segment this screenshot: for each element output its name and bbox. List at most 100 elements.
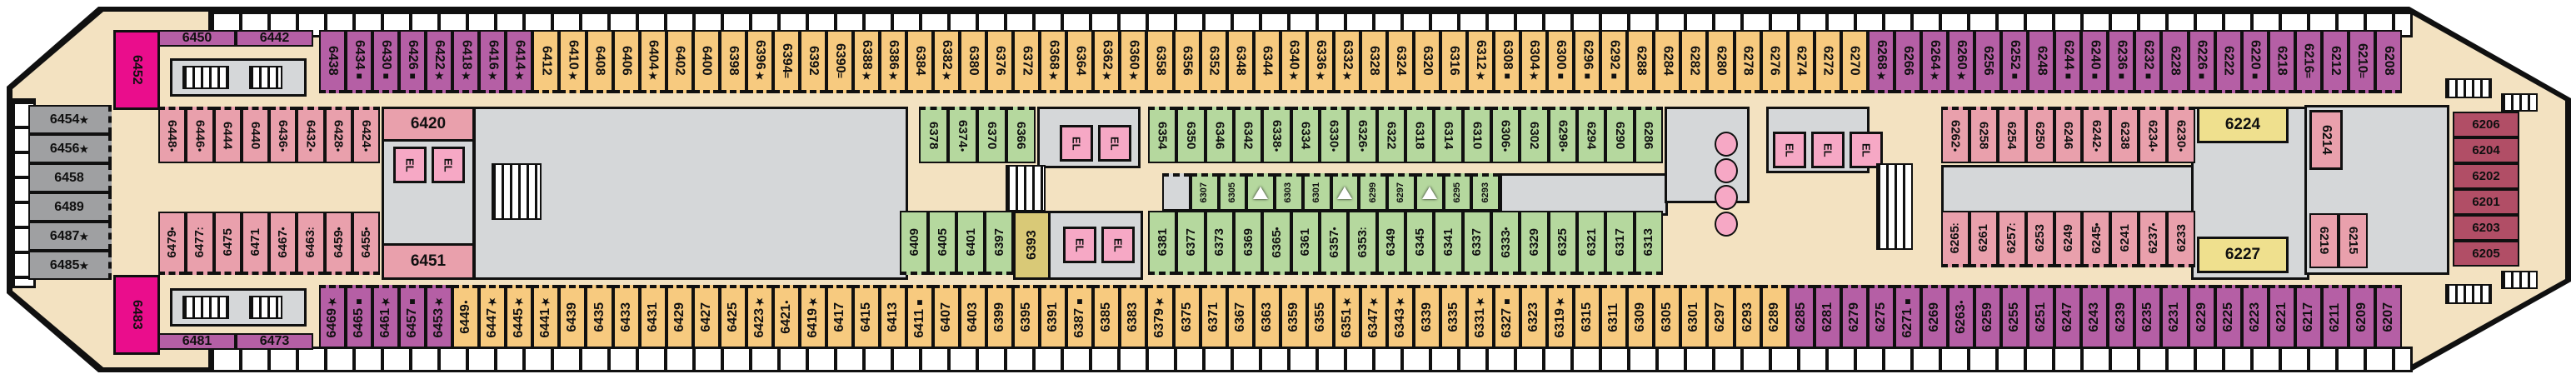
cabin-6395[interactable]: 6395 (1013, 285, 1041, 348)
cabin-6274[interactable]: 6274 (1787, 30, 1815, 93)
cabin-6400[interactable]: 6400 (692, 30, 720, 93)
cabin-6354[interactable]: 6354 (1148, 107, 1177, 163)
cabin-6218[interactable]: 6218 (2268, 30, 2295, 93)
cabin-6416[interactable]: 6416★ (479, 30, 507, 93)
elevator[interactable]: EL (393, 147, 427, 183)
cabin-6439[interactable]: 6439 (559, 285, 587, 348)
cabin-6479[interactable]: 6479• (158, 212, 187, 275)
cabin-6381[interactable]: 6381 (1148, 211, 1177, 275)
cabin-6329[interactable]: 6329 (1520, 211, 1549, 275)
cabin-6224[interactable]: 6224 (2197, 107, 2289, 143)
cabin-6264[interactable]: 6264★ (1921, 30, 1949, 93)
cabin-6333[interactable]: 6333• (1490, 211, 1520, 275)
cabin-6201[interactable]: 6201 (2453, 189, 2519, 215)
cabin-6413[interactable]: 6413 (880, 285, 907, 348)
cabin-6424[interactable]: 6424• (352, 107, 380, 163)
cabin-6309[interactable]: 6309 (1627, 285, 1655, 348)
cabin-6393[interactable]: 6393 (1013, 211, 1051, 280)
cabin-6301[interactable]: 6301 (1302, 173, 1331, 211)
cabin-6396[interactable]: 6396★ (746, 30, 773, 93)
cabin-6398[interactable]: 6398 (719, 30, 746, 93)
cabin-6330[interactable]: 6330• (1319, 107, 1349, 163)
cabin-6435[interactable]: 6435 (586, 285, 613, 348)
cabin-6228[interactable]: 6228 (2161, 30, 2189, 93)
cabin-6258[interactable]: 6258 (1969, 107, 1998, 163)
cabin-6320[interactable]: 6320 (1413, 30, 1440, 93)
cabin-6463[interactable]: 6463: (297, 212, 325, 275)
cabin-6340[interactable]: 6340★ (1280, 30, 1307, 93)
cabin-6271[interactable]: 6271■ (1895, 285, 1922, 348)
cabin-6450[interactable]: 6450 (158, 30, 236, 47)
cabin-6223[interactable]: 6223 (2241, 285, 2269, 348)
cabin-6305[interactable]: 6305 (1654, 285, 1681, 348)
cabin-6281[interactable]: 6281 (1814, 285, 1841, 348)
cabin-6465[interactable]: 6465■ (346, 285, 373, 348)
cabin-6383[interactable]: 6383 (1120, 285, 1147, 348)
cabin-6321[interactable]: 6321 (1576, 211, 1606, 275)
cabin-6347[interactable]: 6347★ (1360, 285, 1387, 348)
cabin-6244[interactable]: 6244■ (2054, 30, 2082, 93)
cabin-6357[interactable]: 6357• (1319, 211, 1349, 275)
cabin-6302[interactable]: 6302 (1520, 107, 1549, 163)
cabin-6459[interactable]: 6459• (324, 212, 352, 275)
cabin-6369[interactable]: 6369 (1233, 211, 1263, 275)
cabin-6453[interactable]: 6453★ (426, 285, 453, 348)
cabin-6310[interactable]: 6310 (1462, 107, 1491, 163)
cabin-6334[interactable]: 6334 (1290, 107, 1320, 163)
cabin-6414[interactable]: 6414★ (506, 30, 533, 93)
cabin-6384[interactable]: 6384 (906, 30, 934, 93)
cabin-6390[interactable]: 6390= (826, 30, 853, 93)
cabin-6427[interactable]: 6427 (692, 285, 720, 348)
cabin-6349[interactable]: 6349 (1376, 211, 1405, 275)
cabin-6279[interactable]: 6279 (1840, 285, 1868, 348)
stairs-icon[interactable] (182, 66, 229, 89)
cabin-6410[interactable]: 6410★ (559, 30, 587, 93)
cabin-6409[interactable]: 6409 (900, 211, 928, 275)
cabin-6270[interactable]: 6270 (1840, 30, 1868, 93)
stairs-icon[interactable] (1876, 163, 1913, 250)
cabin-6323[interactable]: 6323 (1520, 285, 1548, 348)
cabin-6351[interactable]: 6351★ (1333, 285, 1360, 348)
cabin-6242[interactable]: 6242• (2082, 107, 2111, 163)
elevator[interactable]: EL (1811, 132, 1845, 168)
cabin-6451[interactable]: 6451 (382, 243, 475, 280)
cabin-6276[interactable]: 6276 (1760, 30, 1788, 93)
cabin-6204[interactable]: 6204 (2453, 137, 2519, 163)
cabin-6362[interactable]: 6362★ (1093, 30, 1121, 93)
atrium-spiral-stairs[interactable] (1715, 132, 1738, 237)
cabin-6222[interactable]: 6222 (2214, 30, 2242, 93)
cabin-6481[interactable]: 6481 (158, 333, 236, 350)
cabin-6436[interactable]: 6436• (269, 107, 297, 163)
cabin-6322[interactable]: 6322 (1376, 107, 1405, 163)
cabin-6299[interactable]: 6299 (1359, 173, 1387, 211)
cabin-6455[interactable]: 6455• (352, 212, 380, 275)
cabin-6431[interactable]: 6431 (639, 285, 666, 348)
cabin-6402[interactable]: 6402 (666, 30, 693, 93)
cabin-6304[interactable]: 6304★ (1520, 30, 1548, 93)
cabin-6202[interactable]: 6202 (2453, 163, 2519, 189)
elevator[interactable]: EL (1101, 227, 1135, 263)
cabin-6441[interactable]: 6441★ (532, 285, 560, 348)
cabin-6293[interactable]: 6293 (1471, 173, 1500, 211)
cabin-6295[interactable]: 6295 (1443, 173, 1472, 211)
cabin-6253[interactable]: 6253 (2025, 211, 2054, 267)
cabin-6407[interactable]: 6407 (933, 285, 961, 348)
cabin-6401[interactable]: 6401 (956, 211, 985, 275)
cabin-6428[interactable]: 6428• (324, 107, 352, 163)
cabin-6379[interactable]: 6379★ (1146, 285, 1174, 348)
cabin-6452[interactable]: 6452 (113, 30, 160, 110)
cabin-6203[interactable]: 6203 (2453, 215, 2519, 241)
cabin-6284[interactable]: 6284 (1654, 30, 1681, 93)
cabin-6249[interactable]: 6249 (2054, 211, 2083, 267)
cabin-6269[interactable]: 6269 (1921, 285, 1949, 348)
cabin-6471[interactable]: 6471 (241, 212, 269, 275)
cabin-6311[interactable]: 6311 (1600, 285, 1628, 348)
cabin-6376[interactable]: 6376 (986, 30, 1014, 93)
cabin-6336[interactable]: 6336★ (1306, 30, 1334, 93)
cabin-6387[interactable]: 6387■ (1066, 285, 1094, 348)
cabin-6467[interactable]: 6467• (269, 212, 297, 275)
cabin-6236[interactable]: 6236■ (2108, 30, 2135, 93)
cabin-6232[interactable]: 6232■ (2134, 30, 2162, 93)
cabin-6406[interactable]: 6406 (612, 30, 640, 93)
cabin-6317[interactable]: 6317 (1605, 211, 1635, 275)
